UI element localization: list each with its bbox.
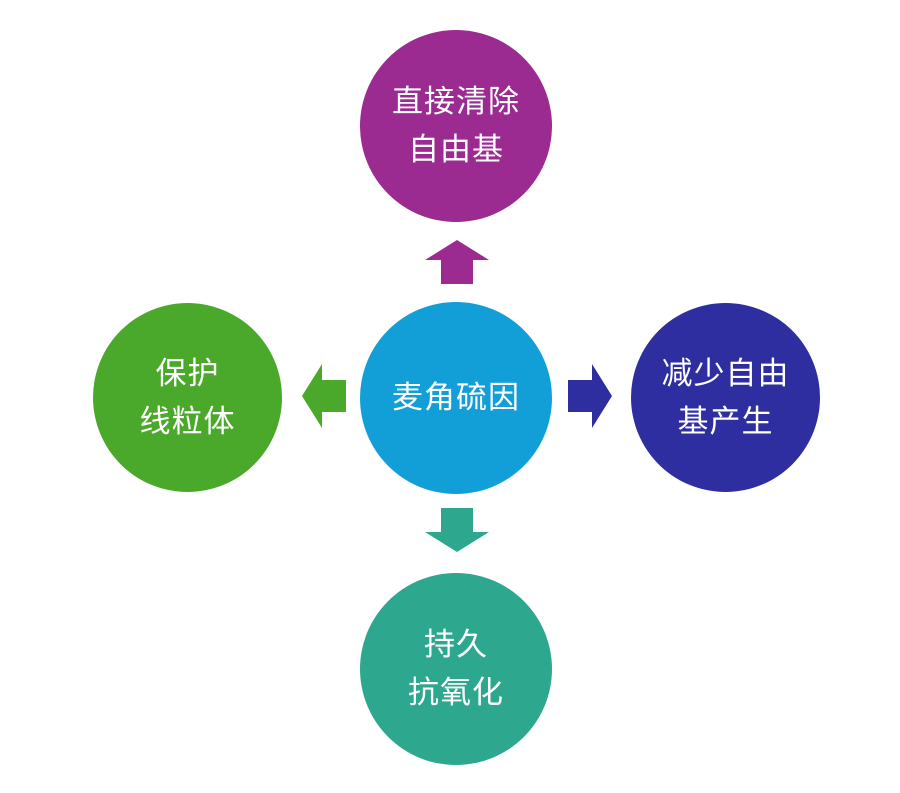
node-right-line-2: 基产生 [677, 403, 774, 440]
arrow-left-shape [302, 364, 346, 428]
node-top-line-1: 直接清除 [392, 84, 520, 120]
arrow-up-shape [425, 240, 489, 284]
arrow-right-icon [568, 364, 612, 428]
arrow-left-icon [302, 364, 346, 428]
node-left-line-1: 保护 [155, 355, 220, 392]
node-center-label: 麦角硫因 [392, 380, 520, 416]
node-direct-scavenge-free-radicals: 直接清除 自由基 [360, 30, 552, 222]
node-protect-mitochondria: 保护 线粒体 [93, 303, 282, 492]
arrow-down-icon [425, 508, 489, 552]
arrow-up-icon [425, 240, 489, 284]
node-ergothioneine: 麦角硫因 [360, 302, 552, 494]
node-right-line-1: 减少自由 [661, 355, 790, 392]
node-left-line-2: 线粒体 [139, 403, 236, 440]
node-reduce-free-radical-production: 减少自由 基产生 [631, 303, 820, 492]
node-bottom-line-1: 持久 [424, 627, 488, 663]
node-top-line-2: 自由基 [408, 132, 504, 168]
arrow-down-shape [425, 508, 489, 552]
node-bottom-line-2: 抗氧化 [408, 675, 504, 711]
node-lasting-antioxidation: 持久 抗氧化 [360, 573, 552, 765]
arrow-right-shape [568, 364, 612, 428]
